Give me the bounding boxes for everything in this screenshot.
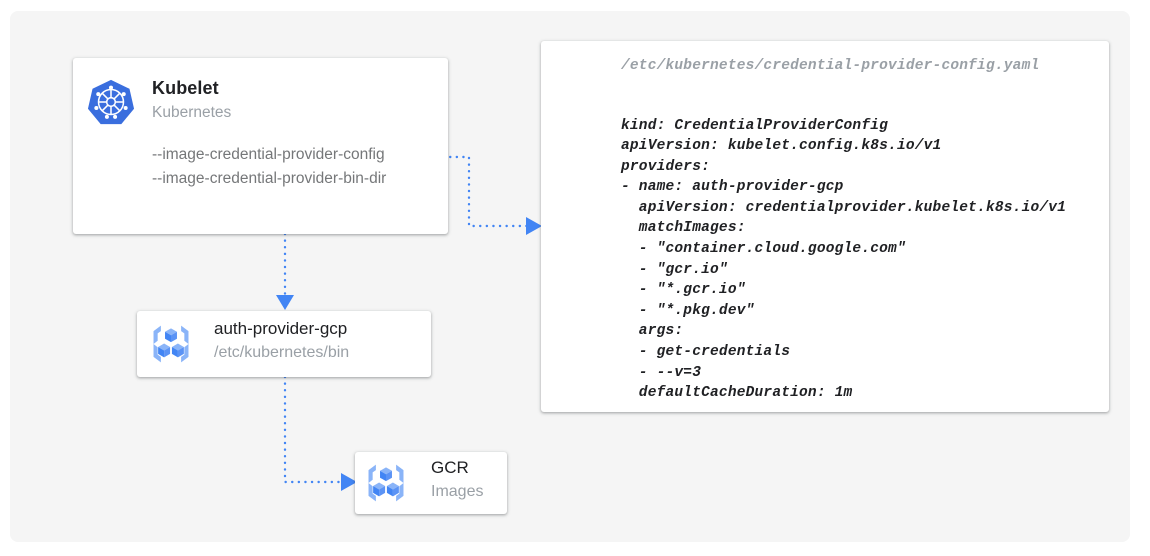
kubelet-flag-bin-dir: --image-credential-provider-bin-dir <box>152 170 387 187</box>
auth-provider-gcp-card[interactable]: auth-provider-gcp /etc/kubernetes/bin <box>137 311 431 377</box>
config-file-path: /etc/kubernetes/credential-provider-conf… <box>621 58 1040 74</box>
auth-provider-gcp-title: auth-provider-gcp <box>214 319 348 338</box>
kubelet-title: Kubelet <box>152 78 219 98</box>
gcr-subtitle: Images <box>431 483 484 500</box>
config-file-contents: kind: CredentialProviderConfig apiVersio… <box>621 117 1067 402</box>
cube-bottom-right <box>171 343 184 358</box>
cube-bottom-left <box>373 482 386 497</box>
gcr-card[interactable]: GCR Images <box>355 452 507 514</box>
auth-provider-gcp-path: /etc/kubernetes/bin <box>214 344 350 361</box>
credential-provider-config-card[interactable]: /etc/kubernetes/credential-provider-conf… <box>541 41 1109 412</box>
cube-bottom-left <box>158 343 171 358</box>
cube-top <box>380 467 392 482</box>
container-registry-icon <box>368 464 404 502</box>
container-registry-icon <box>153 325 189 363</box>
cube-bottom-right <box>386 482 399 497</box>
kubelet-flag-config: --image-credential-provider-config <box>152 146 385 163</box>
gcr-title: GCR <box>431 458 469 477</box>
kubernetes-logo-icon <box>87 79 135 125</box>
kubelet-subtitle: Kubernetes <box>152 104 232 121</box>
cube-top <box>165 328 177 343</box>
kubelet-card[interactable]: Kubelet Kubernetes --image-credential-pr… <box>73 58 448 234</box>
